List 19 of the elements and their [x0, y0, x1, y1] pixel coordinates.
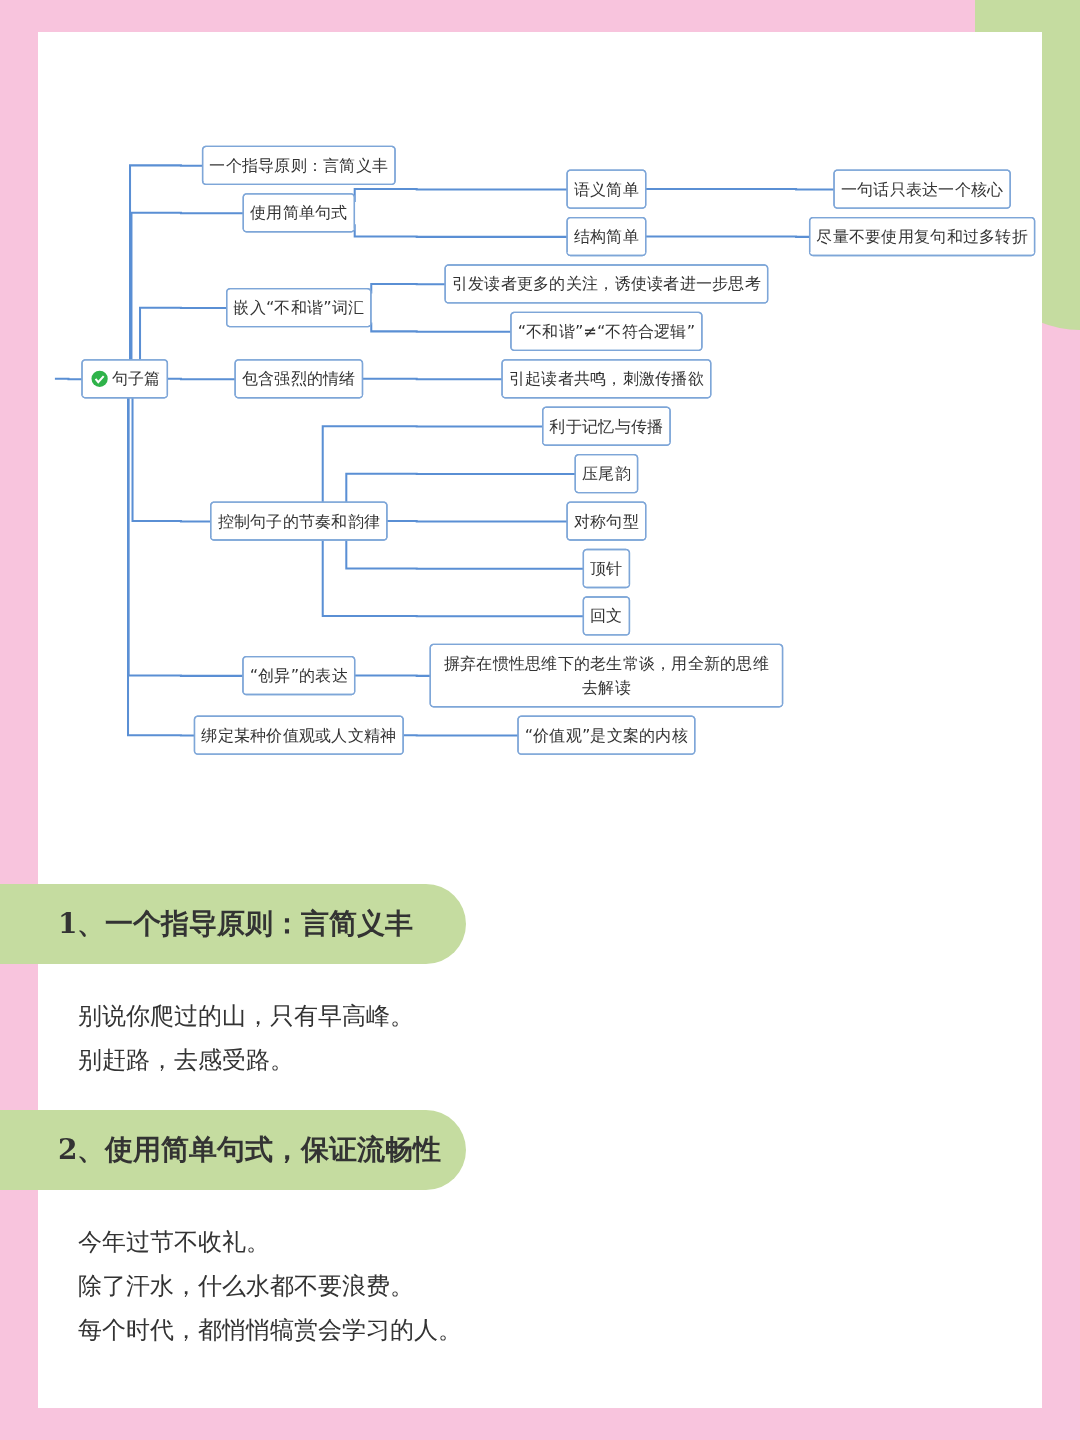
example-sentence: 别赶路，去感受路。: [78, 1045, 294, 1076]
section-heading: 1、一个指导原则：言简义丰: [57, 906, 414, 942]
connector: [645, 187, 835, 191]
connector: [130, 211, 244, 360]
example-sentence: 今年过节不收礼。: [78, 1227, 270, 1258]
connector: [370, 282, 446, 294]
connector: [321, 540, 584, 617]
connector: [53, 377, 83, 380]
connector: [354, 674, 431, 677]
connector: [129, 164, 203, 360]
example-sentence: 除了汗水，什么水都不要浪费。: [78, 1271, 414, 1302]
connector: [645, 235, 810, 238]
connector: [345, 540, 584, 570]
connector: [127, 397, 195, 737]
example-sentence: 每个时代，都悄悄犒赏会学习的人。: [78, 1315, 462, 1346]
section-heading: 2、使用简单句式，保证流畅性: [57, 1132, 442, 1168]
example-sentence: 别说你爬过的山，只有早高峰。: [78, 1001, 414, 1032]
connector: [386, 519, 568, 523]
connector: [345, 472, 576, 503]
